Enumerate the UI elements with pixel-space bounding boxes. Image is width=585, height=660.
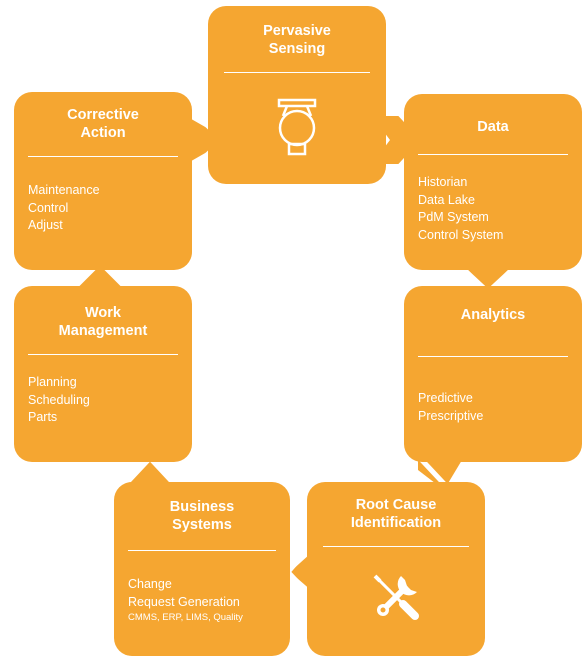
list-item: Control System — [418, 227, 504, 242]
title-line: Identification — [350, 515, 442, 531]
node-pervasive-sensing: Pervasive Sensing — [208, 6, 386, 184]
node-title: Data — [404, 118, 582, 136]
node-title: Analytics — [404, 306, 582, 324]
list-item: Maintenance — [28, 183, 100, 197]
node-root-cause: Root Cause Identification — [307, 482, 485, 656]
title-line: Business — [169, 499, 235, 515]
list-item: Scheduling — [28, 392, 90, 407]
list-item: Predictive — [418, 391, 473, 405]
title-line: Pervasive — [263, 23, 331, 39]
divider — [418, 154, 568, 155]
node-title: Corrective Action — [14, 106, 192, 142]
title-line: Systems — [172, 517, 232, 533]
title-line: Analytics — [460, 307, 526, 323]
title-line: Management — [58, 323, 148, 339]
list-item: PdM System — [418, 210, 489, 224]
sensor-icon — [277, 98, 317, 156]
divider — [28, 156, 178, 157]
node-work-management: Work Management Planning Scheduling Part… — [14, 286, 192, 462]
divider — [418, 356, 568, 357]
arrow-corrective-to-sensing — [186, 116, 228, 164]
divider — [323, 546, 469, 547]
node-analytics: Analytics Predictive Prescriptive — [404, 286, 582, 462]
title-line: Corrective — [67, 107, 139, 123]
divider — [224, 72, 370, 73]
list-item: Data Lake — [418, 192, 475, 207]
node-title: Pervasive Sensing — [208, 22, 386, 58]
title-line: Data — [477, 119, 509, 135]
list-item: Planning — [28, 375, 77, 389]
list-item: Adjust — [28, 218, 63, 232]
divider — [28, 354, 178, 355]
list-item: Parts — [28, 410, 58, 424]
node-title: Work Management — [14, 304, 192, 340]
node-items: Planning Scheduling Parts — [28, 374, 90, 427]
node-title: Root Cause Identification — [307, 496, 485, 532]
list-item: Change — [128, 577, 172, 591]
node-business-systems: Business Systems Change Request Generati… — [114, 482, 290, 656]
divider — [128, 550, 276, 551]
title-line: Sensing — [268, 41, 326, 57]
node-data: Data Historian Data Lake PdM System Cont… — [404, 94, 582, 270]
wrench-screwdriver-icon — [373, 574, 419, 620]
node-items: Predictive Prescriptive — [418, 390, 483, 425]
node-corrective-action: Corrective Action Maintenance Control Ad… — [14, 92, 192, 270]
list-item: Prescriptive — [418, 408, 484, 423]
node-items: Change Request Generation CMMS, ERP, LIM… — [128, 576, 243, 625]
list-item-small: CMMS, ERP, LIMS, Quality — [128, 612, 243, 623]
list-item: Request Generation — [128, 594, 240, 609]
list-item: Historian — [418, 175, 468, 189]
title-line: Work — [85, 305, 121, 321]
node-items: Maintenance Control Adjust — [28, 182, 100, 235]
node-items: Historian Data Lake PdM System Control S… — [418, 174, 503, 244]
node-title: Business Systems — [114, 498, 290, 534]
list-item: Control — [28, 200, 69, 215]
title-line: Root Cause — [355, 497, 437, 513]
title-line: Action — [80, 125, 126, 141]
